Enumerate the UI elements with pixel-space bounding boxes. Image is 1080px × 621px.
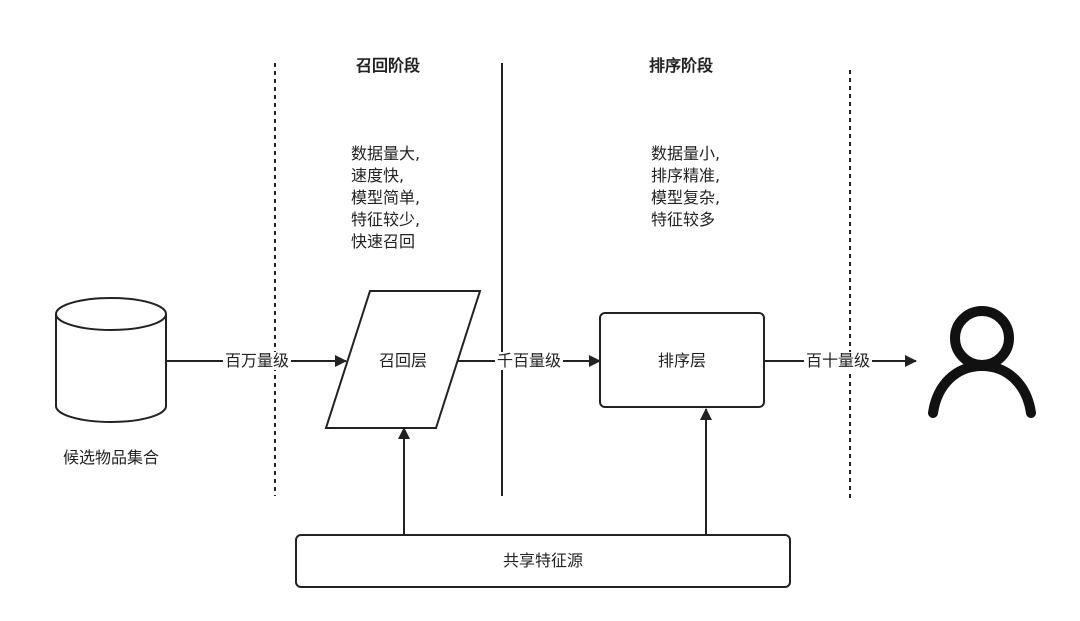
recall-layer-shape xyxy=(324,290,482,429)
user-icon xyxy=(928,306,1036,418)
ranking-note-line: 排序精准, xyxy=(651,166,721,185)
ranking-stage-notes: 数据量小, 排序精准, 模型复杂, 特征较多 xyxy=(651,143,720,231)
edge-label-hundreds: 千百量级 xyxy=(494,351,564,370)
ranking-stage-title: 排序阶段 xyxy=(648,56,714,75)
edge-label-tens: 百十量级 xyxy=(803,351,873,370)
recall-stage-title: 召回阶段 xyxy=(355,56,421,75)
recall-note-line: 快速召回 xyxy=(351,232,416,251)
ranking-note-line: 模型复杂, xyxy=(651,188,721,207)
feature-source-box xyxy=(295,534,791,588)
recall-stage-notes: 数据量大, 速度快, 模型简单, 特征较少, 快速召回 xyxy=(351,143,420,253)
database-cylinder xyxy=(55,297,167,423)
recall-layer-label: 召回层 xyxy=(378,351,428,370)
feature-source-label: 共享特征源 xyxy=(502,551,584,570)
recall-note-line: 特征较少, xyxy=(351,210,421,229)
ranking-note-line: 特征较多 xyxy=(651,210,716,229)
candidate-db-label: 候选物品集合 xyxy=(62,448,160,467)
ranking-note-line: 数据量小, xyxy=(651,144,721,163)
recall-note-line: 数据量大, xyxy=(351,144,421,163)
edge-label-million: 百万量级 xyxy=(222,351,292,370)
ranking-layer-label: 排序层 xyxy=(657,351,707,370)
recall-note-line: 模型简单, xyxy=(351,188,421,207)
recall-note-line: 速度快, xyxy=(351,166,405,185)
